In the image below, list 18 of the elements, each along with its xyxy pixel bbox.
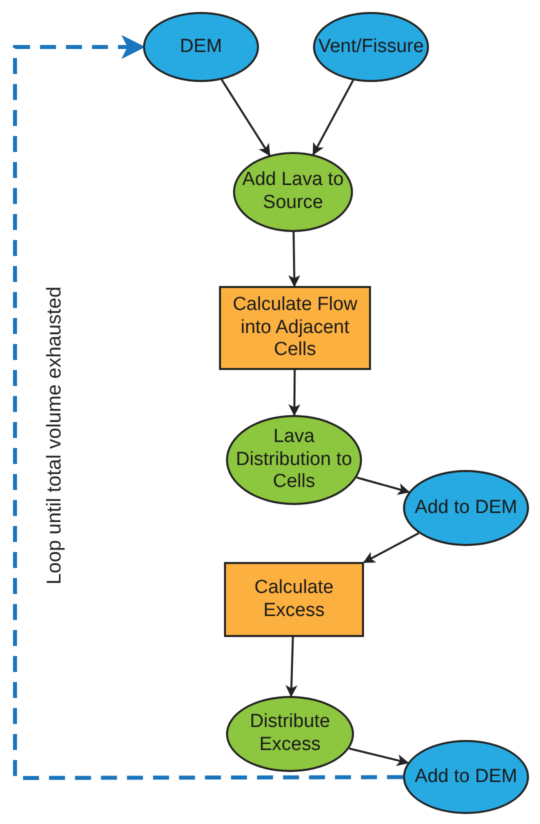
process-ellipse: Add Lava to Source [233,152,353,232]
arrow [356,476,410,495]
process-ellipse: Lava Distribution to Cells [226,415,362,505]
terminal-ellipse: Add to DEM [403,740,529,814]
arrow [362,532,420,564]
arrow [288,232,300,288]
loop-label: Loop until total volume exhausted [44,286,66,584]
terminal-ellipse: DEM [143,12,259,82]
arrow [288,370,300,416]
dashed-loop-arrow [13,35,403,780]
process-box: Calculate Excess [224,562,364,637]
process-box: Calculate Flow into Adjacent Cells [219,286,371,370]
terminal-ellipse: Add to DEM [403,470,529,546]
terminal-ellipse: Vent/Fissure [313,12,429,82]
process-ellipse: Distribute Excess [226,696,354,772]
arrow [285,636,298,698]
arrow [220,79,270,156]
arrow [348,748,409,766]
